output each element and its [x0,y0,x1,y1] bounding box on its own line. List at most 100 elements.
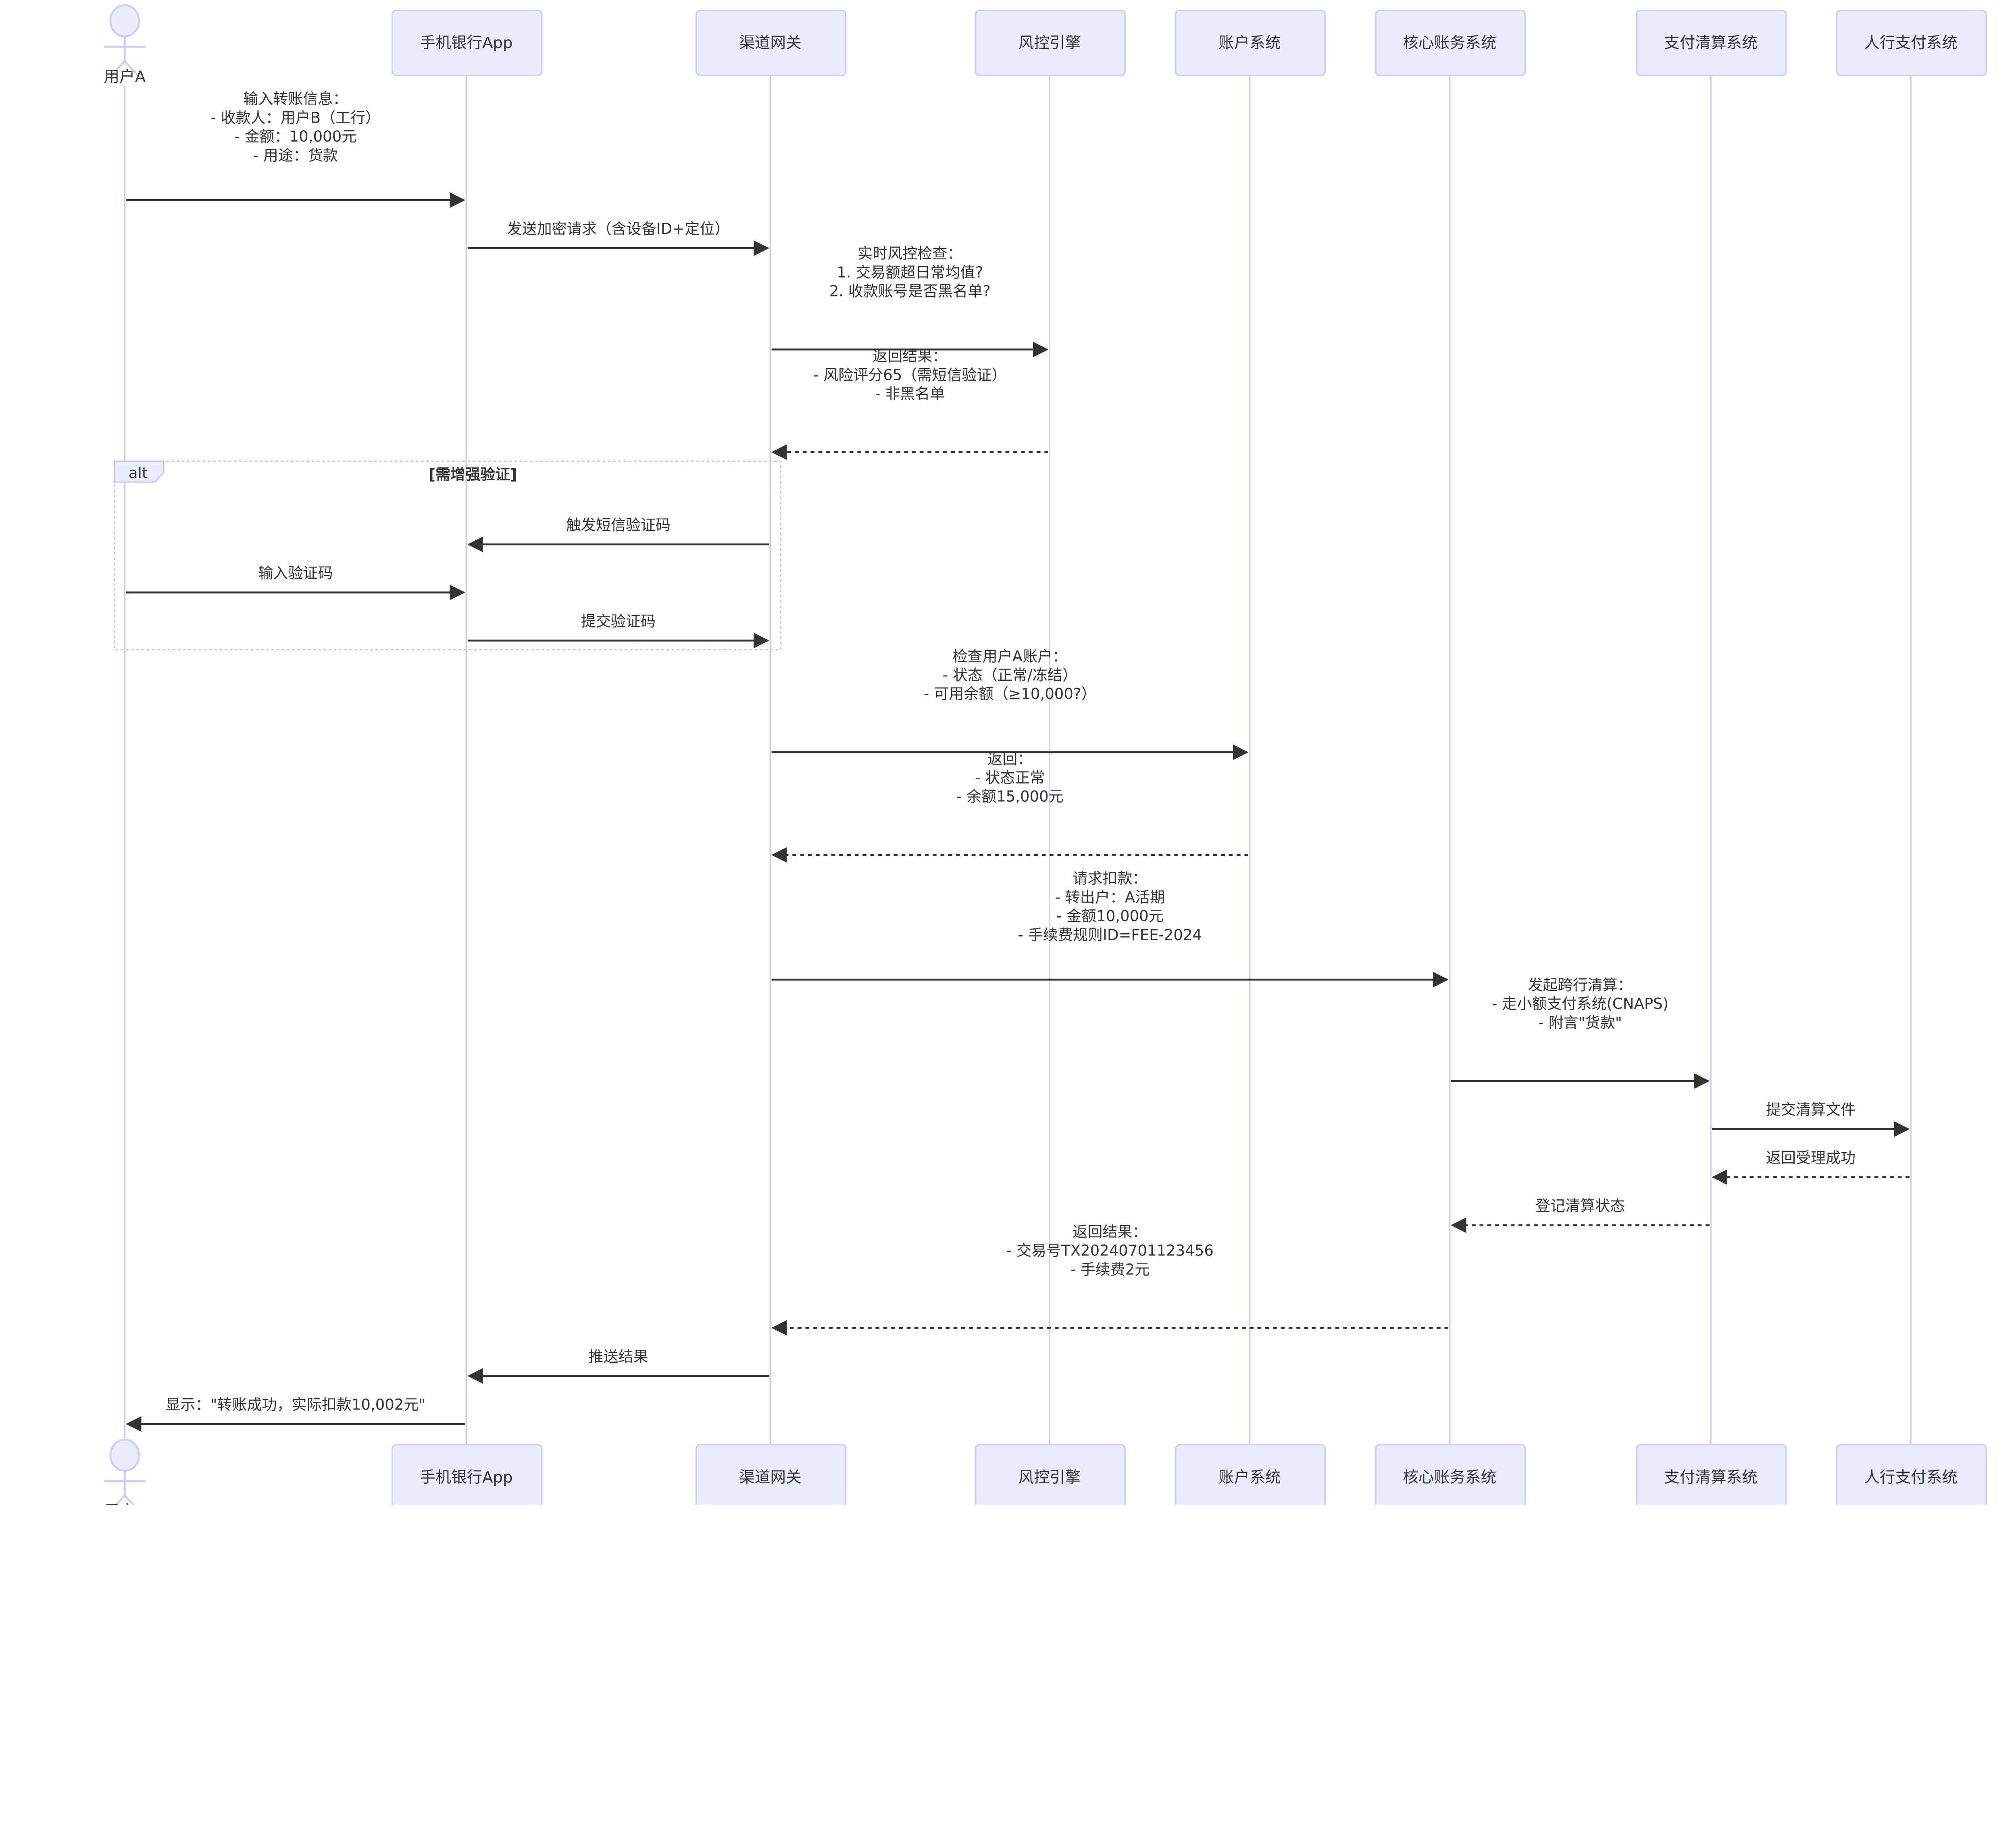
message-label-line: 发起跨行清算： [1528,976,1633,994]
participant-clear-bottom: 支付清算系统 [1636,1444,1787,1505]
actor-body-icon [104,36,146,79]
participant-pboc-top: 人行支付系统 [1836,9,1987,76]
participant-label: 账户系统 [1218,34,1281,52]
participant-gw-bottom: 渠道网关 [695,1444,847,1505]
participant-box [392,1444,543,1505]
participant-label: 人行支付系统 [1864,1468,1958,1487]
participant-box [1836,1444,1987,1505]
message-2: 发送加密请求（含设备ID+定位） [467,220,769,256]
message-13: 返回受理成功 [1712,1149,1910,1185]
message-9: 返回： - 状态正常 - 余额15,000元 [771,750,1248,863]
participant-box [1836,9,1987,76]
alt-frame [113,461,781,651]
message-label-line: - 走小额支付系统(CNAPS) [1492,995,1668,1013]
participant-pboc-bottom: 人行支付系统 [1836,1444,1987,1505]
message-12: 提交清算文件 [1712,1101,1910,1137]
participant-label: 人行支付系统 [1864,34,1958,52]
message-4: 返回结果：- 风险评分65（需短信验证）- 非黑名单 [771,348,1048,460]
participant-risk-bottom: 风控引擎 [975,1444,1126,1505]
participant-box [975,9,1126,76]
participant-risk-top: 风控引擎 [975,9,1126,76]
message-label-line: - 附言"货款" [1538,1014,1622,1031]
message-label-line: 触发短信验证码 [566,516,671,534]
participant-app-bottom: 手机银行App [392,1444,543,1505]
participant-label: 支付清算系统 [1664,34,1758,52]
message-label-line: - 金额10,000元 [1056,907,1164,925]
message-label-line: - 状态（正常/冻结） [943,667,1077,684]
participant-label: 风控引擎 [1018,34,1081,52]
alt-condition: [需增强验证] [429,466,517,483]
participant-label: 渠道网关 [739,34,802,52]
actor-label: 用户A [104,68,146,86]
participant-box [975,1444,1126,1505]
message-6: 输入验证码 [126,565,465,600]
message-label-line: - 手续费规则ID=FEE-2024 [1018,926,1202,944]
participant-gw-top: 渠道网关 [695,9,847,76]
message-label-line: 提交验证码 [581,613,656,630]
participant-core-bottom: 核心账务系统 [1375,1444,1526,1505]
alt-keyword: alt [129,465,148,482]
message-8: 检查用户A账户： - 状态（正常/冻结）- 可用余额（≥10,000?） [771,648,1249,760]
message-label-line: 请求扣款： [1073,870,1147,887]
participant-box [1175,9,1326,76]
message-5: 触发短信验证码 [467,516,769,553]
message-label-line: 输入转账信息： [243,90,348,108]
message-label-line: - 手续费2元 [1070,1261,1150,1278]
participant-user-top: 用户A [104,4,146,86]
message-label-line: 2. 收款账号是否黑名单? [829,283,991,300]
message-15: 返回结果：- 交易号TX20240701123456 - 手续费2元 [771,1223,1449,1336]
participant-label: 手机银行App [420,1468,513,1487]
message-16: 推送结果 [467,1348,769,1384]
message-label-line: 返回： [987,750,1032,767]
sequence-diagram: alt [需增强验证] 用户A用户A手机银行App手机银行App渠道网关渠道网关… [104,4,1987,1505]
message-label-line: 检查用户A账户： [953,648,1068,665]
message-label-line: - 用途：货款 [253,147,338,164]
actor-label: 用户A [104,1502,146,1505]
message-label-line: 实时风控检查： [858,245,962,262]
participant-label: 支付清算系统 [1664,1468,1758,1487]
message-label-line: - 状态正常 [975,769,1045,786]
participant-label: 核心账务系统 [1403,34,1496,52]
actor-body-icon [104,1470,146,1505]
participant-label: 核心账务系统 [1403,1468,1496,1487]
message-11: 发起跨行清算：- 走小额支付系统(CNAPS)- 附言"货款" [1451,976,1710,1089]
participant-acct-top: 账户系统 [1175,9,1326,76]
message-14: 登记清算状态 [1450,1197,1710,1233]
actor-head-icon [109,4,140,38]
message-label-line: - 非黑名单 [875,385,945,402]
message-3: 实时风控检查： 1. 交易额超日常均值? 2. 收款账号是否黑名单? [771,245,1049,357]
participant-box [1175,1444,1326,1505]
participant-box [1375,1444,1526,1505]
participant-box [1636,1444,1787,1505]
message-label-line: 推送结果 [588,1348,648,1365]
participant-acct-bottom: 账户系统 [1175,1444,1326,1505]
participant-clear-top: 支付清算系统 [1636,9,1787,76]
message-7: 提交验证码 [467,613,769,648]
message-label-line: - 可用余额（≥10,000?） [924,685,1096,703]
message-label-line: - 风险评分65（需短信验证） [813,366,1007,384]
message-label-line: - 收款人：用户B（工行） [210,109,380,126]
message-label-line: 提交清算文件 [1766,1101,1856,1118]
participant-app-top: 手机银行App [392,9,543,76]
message-label-line: - 交易号TX20240701123456 [1006,1242,1214,1259]
participant-label: 风控引擎 [1018,1468,1081,1487]
participant-label: 手机银行App [420,34,513,52]
message-1: 输入转账信息：- 收款人：用户B（工行） - 金额：10,000元 - 用途：货款 [126,90,465,208]
message-label-line: 返回受理成功 [1766,1149,1856,1166]
alt-tag [113,461,165,483]
message-label-line: 发送加密请求（含设备ID+定位） [507,220,730,238]
message-label-line: 1. 交易额超日常均值? [837,264,983,281]
participant-user-bottom: 用户A [104,1439,146,1505]
message-label-line: 返回结果： [873,348,947,365]
participant-box [1375,9,1526,76]
participant-box [695,1444,847,1505]
message-label-line: 登记清算状态 [1535,1197,1625,1215]
participant-box [695,9,847,76]
message-label-line: - 余额15,000元 [956,788,1064,805]
message-label-line: 返回结果： [1073,1223,1147,1241]
message-label-line: - 金额：10,000元 [235,128,357,145]
participant-core-top: 核心账务系统 [1375,9,1526,76]
message-17: 显示："转账成功，实际扣款10,002元" [125,1396,465,1432]
message-label-line: - 转出户：A活期 [1055,888,1165,906]
message-label-line: 显示："转账成功，实际扣款10,002元" [165,1396,425,1413]
